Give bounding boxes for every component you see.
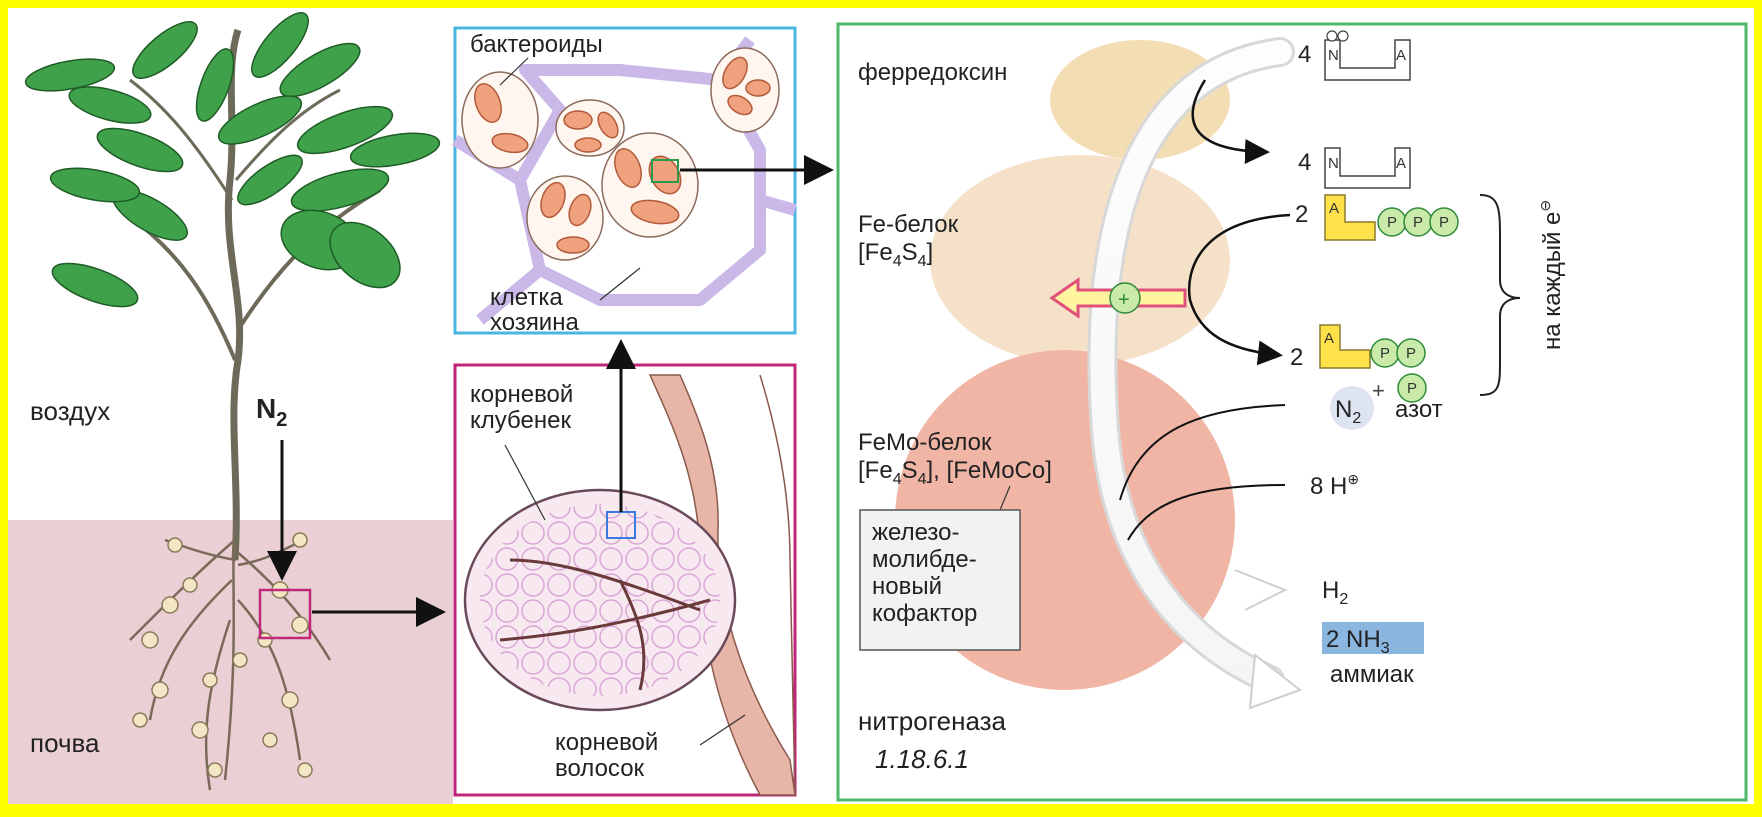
coef-4-top: 4	[1298, 41, 1311, 68]
label-root-hair-line2: волосок	[555, 755, 645, 782]
enzyme-panel: ферредоксин Fe-белок [Fe4S4] FeMo-белок …	[838, 24, 1746, 800]
label-per-electron: на каждый e⊖	[1537, 200, 1566, 350]
soil-area	[8, 520, 453, 804]
label-cofactor-line3: новый	[872, 573, 942, 600]
label-n2-subscript: 2	[276, 409, 287, 431]
plus-circle-sign: +	[1118, 289, 1130, 311]
label-root-hair-line1: корневой	[555, 729, 658, 756]
label-fe-protein: Fe-белок	[858, 211, 959, 238]
nad-a-top: A	[1396, 47, 1406, 64]
label-nodule-line1: корневой	[470, 381, 573, 408]
coef-2-atp: 2	[1295, 201, 1308, 228]
atp-p3: P	[1439, 214, 1449, 231]
fe-protein-blob	[930, 155, 1230, 365]
label-ferredoxin: ферредоксин	[858, 59, 1007, 86]
label-air: воздух	[30, 396, 110, 426]
nad-a-bottom: A	[1396, 155, 1406, 172]
adp-p2: P	[1406, 345, 1416, 362]
label-host-cell-line2: хозяина	[490, 309, 579, 336]
label-bacteroids: бактероиды	[470, 31, 603, 58]
nad-n-top: N	[1328, 47, 1339, 64]
label-nitrogenase: нитрогеназа	[858, 706, 1007, 736]
nodule-cell-network	[480, 504, 720, 696]
nodule-panel: корневой клубенек корневой волосок	[455, 345, 795, 795]
label-soil: почва	[30, 728, 100, 758]
label-ec-number: 1.18.6.1	[875, 744, 969, 774]
adp-a: A	[1324, 330, 1334, 347]
label-cofactor-line4: кофактор	[872, 600, 977, 627]
label-nitrogen: азот	[1395, 396, 1443, 423]
label-cofactor-line2: молибде-	[872, 546, 977, 573]
label-ammonia: аммиак	[1330, 661, 1414, 688]
cell-panel: бактероиды клетка хозяина	[455, 28, 828, 336]
label-femo-protein: FeMo-белок	[858, 429, 992, 456]
coef-2-adp: 2	[1290, 344, 1303, 371]
label-n2-symbol: N	[256, 393, 276, 424]
label-host-cell-line1: клетка	[490, 284, 563, 311]
atp-p1: P	[1387, 214, 1397, 231]
label-nodule-line2: клубенек	[470, 407, 571, 434]
pi-p: P	[1407, 380, 1417, 397]
coef-4-bottom: 4	[1298, 149, 1311, 176]
label-femo-formula: [Fe4S4], [FeMoCo]	[858, 457, 1052, 488]
plus-pi: +	[1372, 378, 1385, 403]
atp-a: A	[1329, 200, 1339, 217]
adp-p1: P	[1380, 345, 1390, 362]
atp-p2: P	[1413, 214, 1423, 231]
label-nh3: 2 NH3	[1326, 626, 1390, 657]
label-cofactor-line1: железо-	[872, 519, 960, 546]
nad-n-bottom: N	[1328, 155, 1339, 172]
